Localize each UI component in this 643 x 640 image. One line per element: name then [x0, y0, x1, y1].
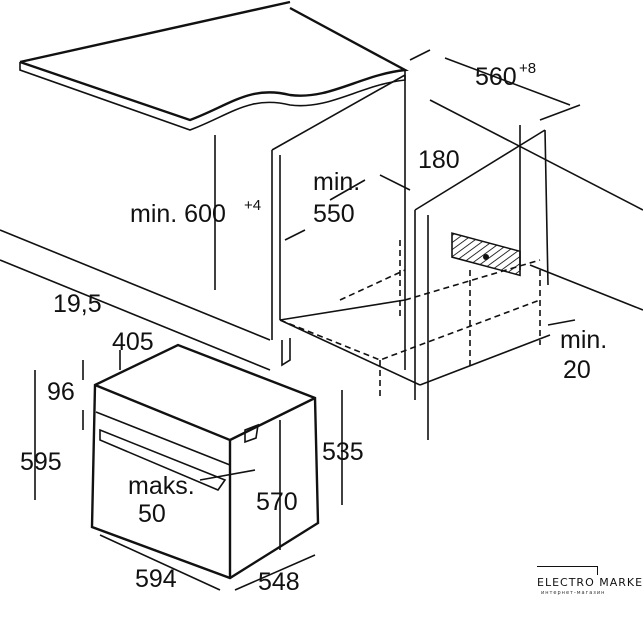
- oven-depth-label: 548: [258, 568, 300, 596]
- depth-min-label: min.: [313, 168, 360, 196]
- vent-gap-label: 180: [418, 146, 460, 174]
- watermark-logo: ELECTRO MARKET интернет-магазин: [537, 566, 643, 602]
- overhang-value: 50: [138, 500, 166, 528]
- niche-height-tolerance: +4: [244, 197, 261, 214]
- logo-subtitle: интернет-магазин: [541, 590, 606, 596]
- logo-frame: [537, 566, 598, 575]
- side-gap-value: 20: [563, 356, 591, 384]
- countertop: [19, 0, 409, 131]
- panel-height-label: 96: [47, 378, 75, 406]
- handle-offset-label: 19,5: [53, 290, 102, 318]
- oven-height-label: 595: [20, 448, 62, 476]
- cabinet-niche: [0, 74, 643, 440]
- overhang-label: maks.: [128, 472, 195, 500]
- dimension-lines: [34, 49, 581, 591]
- side-height-label: 535: [322, 438, 364, 466]
- oven: [90, 343, 320, 580]
- niche-width-label: 560: [475, 63, 517, 91]
- logo-brand: ELECTRO MARKET: [537, 576, 643, 589]
- inner-height-label: 570: [256, 488, 298, 516]
- oven-width-label: 594: [135, 565, 177, 593]
- top-depth-label: 405: [112, 328, 154, 356]
- niche-width-tolerance: +8: [519, 60, 536, 77]
- niche-height-label: min. 600: [130, 200, 226, 228]
- side-gap-label: min.: [560, 326, 607, 354]
- depth-min-value: 550: [313, 200, 355, 228]
- dimension-labels: 560 +8 min. 600 +4 min. 550 180 min. 20 …: [20, 60, 607, 596]
